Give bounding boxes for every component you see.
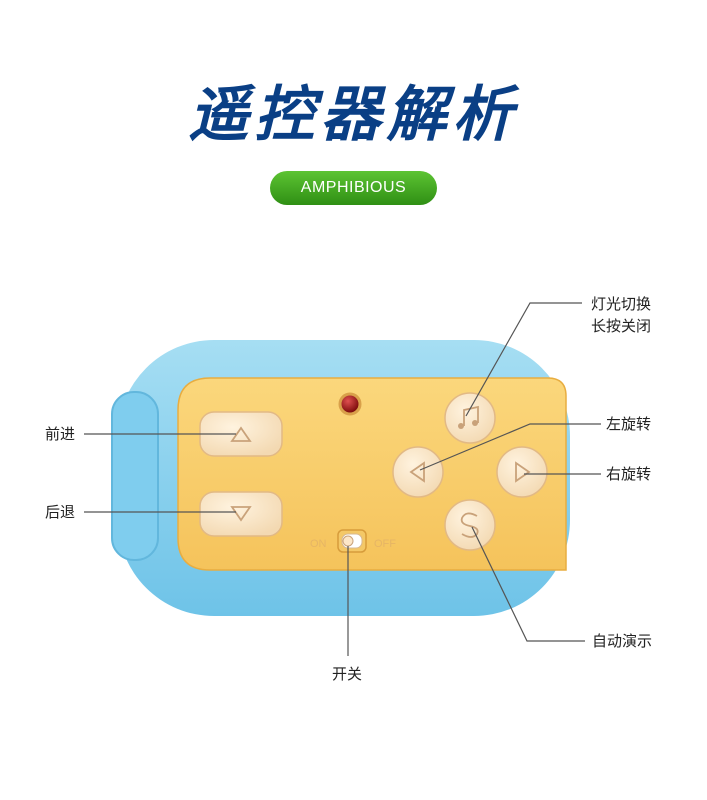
rotate-left-button[interactable] bbox=[392, 446, 444, 498]
callout-line-auto-demo bbox=[471, 526, 585, 642]
page-title: 遥控器解析 bbox=[188, 80, 519, 150]
label-power-switch: 开关 bbox=[332, 665, 363, 683]
triangle-down-icon bbox=[230, 506, 252, 522]
triangle-right-icon bbox=[515, 461, 531, 483]
power-indicator-led bbox=[338, 392, 362, 416]
label-light-line2: 长按关闭 bbox=[591, 317, 652, 335]
forward-button[interactable] bbox=[199, 411, 283, 457]
label-rotate-right: 右旋转 bbox=[606, 465, 652, 483]
label-auto-demo: 自动演示 bbox=[592, 632, 653, 650]
label-forward: 前进 bbox=[45, 425, 76, 443]
callout-line-light bbox=[465, 302, 582, 417]
auto-demo-button[interactable] bbox=[444, 499, 496, 551]
amphibious-badge: AMPHIBIOUS bbox=[270, 171, 437, 205]
callout-line-rotate-left bbox=[419, 423, 601, 471]
triangle-left-icon bbox=[409, 461, 425, 483]
backward-button[interactable] bbox=[199, 491, 283, 537]
remote-shell-side-grip bbox=[111, 391, 159, 561]
power-switch[interactable] bbox=[337, 529, 367, 553]
rotate-right-button[interactable] bbox=[496, 446, 548, 498]
label-backward: 后退 bbox=[45, 503, 76, 521]
switch-on-label: ON bbox=[310, 538, 327, 550]
swirl-icon bbox=[460, 512, 479, 538]
label-light-line1: 灯光切换 bbox=[591, 295, 652, 313]
triangle-up-icon bbox=[230, 426, 252, 442]
light-toggle-button[interactable] bbox=[444, 392, 496, 444]
music-note-icon bbox=[458, 405, 479, 429]
label-rotate-left: 左旋转 bbox=[606, 415, 652, 433]
callout-lines bbox=[84, 302, 601, 656]
switch-off-label: OFF bbox=[374, 538, 396, 550]
